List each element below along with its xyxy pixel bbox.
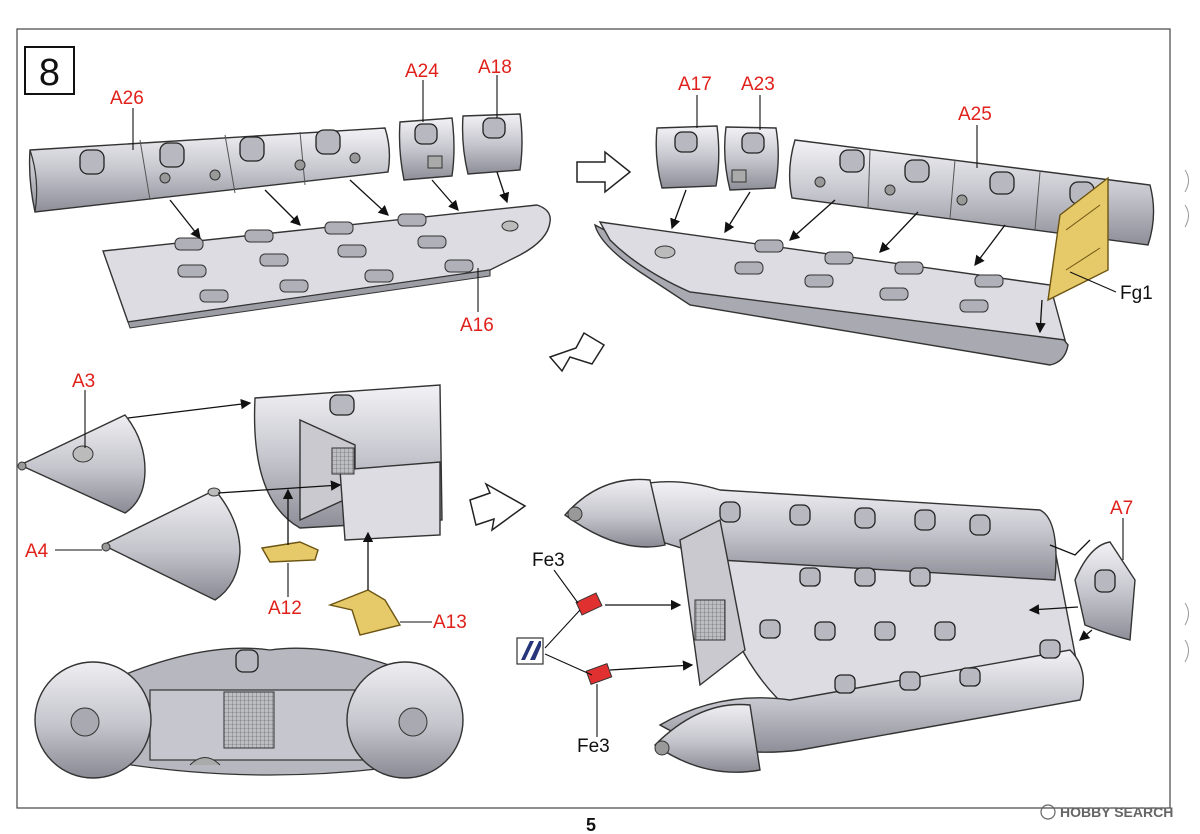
label-a26: A26 [110,88,144,109]
label-a4: A4 [25,541,49,562]
flow-arrow-right [576,150,632,194]
label-a13: A13 [433,612,467,633]
label-fe3-top: Fe3 [532,550,565,571]
label-a23: A23 [741,74,775,95]
label-a24: A24 [405,61,439,82]
decal-fe3-top [575,592,603,616]
margin-mark [1184,602,1189,663]
diagram-frame [16,28,1171,809]
rear-view-assembly [34,647,464,779]
label-a25: A25 [958,104,992,125]
assembly-arrows-bottom-right [605,539,1093,671]
tube-a23 [723,126,779,191]
label-a16: A16 [460,315,494,336]
flow-arrow-right-mid [469,482,527,532]
decal-icon [516,637,544,665]
assembly-arrows-top-left [169,171,510,240]
completed-boat [563,478,1084,773]
cone-a4 [101,487,241,601]
decal-fe3-bottom [585,663,613,685]
label-a7: A7 [1110,498,1133,519]
watermark-text: HOBBY SEARCH [1060,804,1173,820]
transom-fg1 [1047,176,1109,302]
margin-mark [1184,169,1189,228]
label-a18: A18 [478,57,512,78]
floor-a16 [102,204,551,329]
tube-section-mid [253,384,443,541]
step-number: 8 [39,52,60,94]
label-fg1: Fg1 [1120,283,1153,304]
tube-a17 [655,125,720,189]
hull-assembly-top-right [593,221,1069,366]
page-number: 5 [586,815,596,834]
assembly-arrows-top-right [670,189,1046,334]
label-fe3-bottom: Fe3 [577,736,610,757]
tube-a18 [461,113,523,175]
label-a3: A3 [72,371,95,392]
tube-a24 [398,117,455,181]
label-a17: A17 [678,74,712,95]
flow-arrow-down-left [548,331,606,373]
cone-a3 [17,414,146,514]
bracket-a12 [260,541,319,563]
corner-tube-a7 [1074,541,1136,641]
bracket-a13 [327,589,402,636]
tube-a26 [28,127,391,213]
assembly-arrows-mid-left [127,398,374,590]
label-a12: A12 [268,598,302,619]
watermark: HOBBY SEARCH [1040,804,1173,820]
step-number-box: 8 [24,46,75,95]
